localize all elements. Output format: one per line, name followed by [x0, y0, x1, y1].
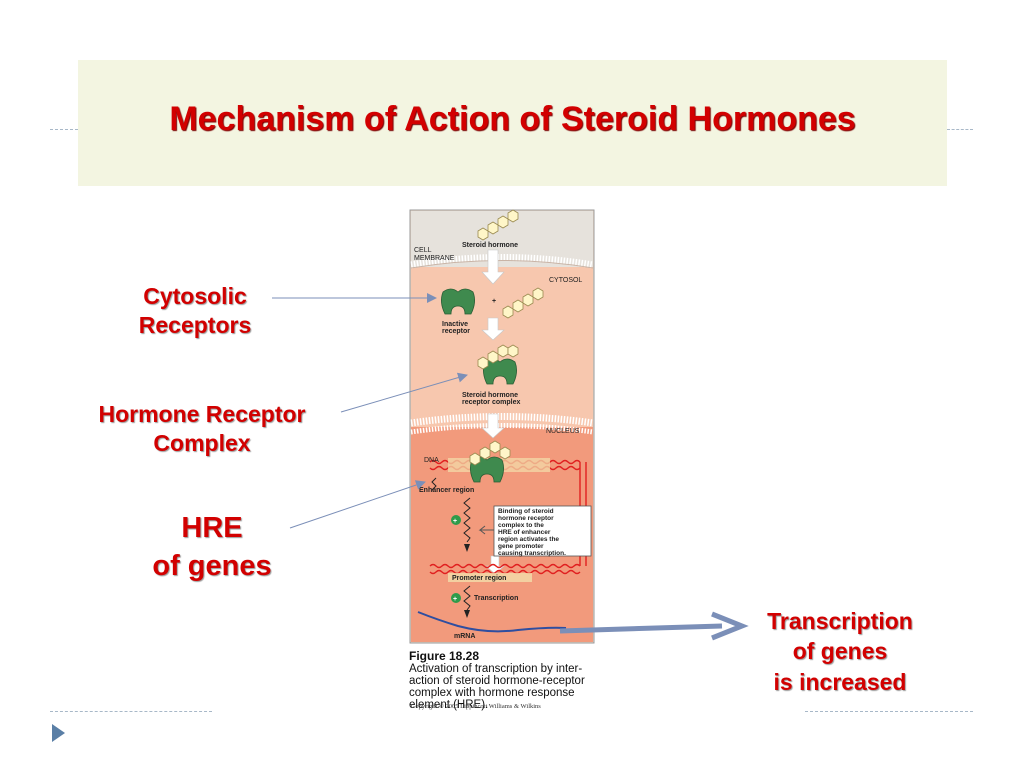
promoter-region-band: [448, 573, 532, 582]
nuclear-membrane-inner: [410, 423, 594, 435]
dna-bound-receptor-shape: [470, 456, 504, 483]
binding-note-line-1: Binding of steroid: [498, 508, 554, 515]
transcription-line-2: of genes: [792, 638, 888, 665]
bottom-left-dashed-rule: [50, 711, 212, 712]
steroid-hormone-label: Steroid hormone: [462, 242, 518, 249]
complex-pointer: [340, 372, 468, 413]
binding-note-line-5: region activates the: [498, 536, 559, 543]
transcription-line-3: is increased: [773, 668, 907, 695]
transcription-plus-circle: [451, 593, 461, 603]
title-band: [78, 60, 947, 186]
activation-plus-circle: [451, 515, 461, 525]
cytosolic-receptors-line-1: Cytosolic: [143, 283, 247, 309]
inactive-receptor-shape: [441, 288, 475, 315]
dna-label: DNA: [424, 457, 439, 464]
binding-note-line-6: gene promoter: [498, 543, 544, 550]
copyright-notice: Copyright © 2005 Lippincott Williams & W…: [411, 703, 541, 710]
cytosolic-receptors-label: Cytosolic Receptors: [110, 282, 280, 341]
hre-line-2: of genes: [152, 549, 272, 582]
caption-line-4: element (HRE).: [409, 698, 489, 711]
nucleus-label: NUCLEUS: [546, 428, 580, 435]
complex-label-2: receptor complex: [462, 399, 520, 406]
hre-of-genes-label: HRE of genes: [122, 510, 302, 585]
hre-pointer: [289, 480, 426, 529]
activation-arrowhead: [464, 544, 470, 552]
transcription-big-arrow: [559, 623, 723, 634]
top-left-dashed-rule: [50, 129, 78, 130]
plus-sign: +: [492, 298, 496, 305]
cell-membrane-label-1: CELL: [414, 247, 432, 254]
hormone-receptor-complex-line-1: Hormone Receptor: [98, 401, 306, 427]
transcription-arrowhead: [464, 610, 470, 618]
nuclear-membrane: [410, 413, 594, 427]
next-slide-arrow-icon[interactable]: [52, 724, 65, 742]
transcription-plus-sign: +: [453, 596, 457, 603]
hre-line-1: HRE: [181, 512, 243, 544]
activation-plus-sign: +: [453, 518, 457, 525]
transcription-big-arrowhead: [711, 611, 749, 641]
cytosol-label: CYTOSOL: [549, 277, 582, 284]
inactive-receptor-label-1: Inactive: [442, 321, 468, 328]
hormone-receptor-complex-label: Hormone Receptor Complex: [62, 400, 342, 459]
transcription-squiggle: [463, 585, 471, 611]
enhancer-squiggle: [431, 477, 437, 491]
flow-arrows: [481, 249, 505, 575]
cell-membrane-shadow: [410, 260, 594, 269]
cell-membrane-label-2: MEMBRANE: [414, 255, 455, 262]
enhancer-region-label: Enhancer region: [419, 487, 474, 494]
cell-membrane: [410, 254, 594, 269]
mrna-label: mRNA: [454, 633, 475, 640]
caption-title: Figure 18.28: [409, 649, 480, 663]
inactive-receptor-label-2: receptor: [442, 328, 470, 335]
binding-note-pointer: [478, 525, 494, 535]
binding-note-line-2: hormone receptor: [498, 515, 554, 522]
top-right-dashed-rule: [947, 129, 973, 130]
mrna-strand: [417, 611, 567, 633]
binding-note-line-7: causing transcription.: [498, 550, 566, 557]
figure-caption: Figure 18.28 Activation of transcription…: [409, 650, 585, 711]
promoter-region-label: Promoter region: [452, 575, 506, 582]
caption-line-3: complex with hormone response: [409, 686, 575, 699]
cytosolic-receptors-line-2: Receptors: [138, 312, 252, 339]
binding-note-line-4: HRE of enhancer: [498, 529, 551, 536]
steroid-hormone-molecule-top: [477, 209, 519, 241]
transcription-line-1: Transcription: [767, 608, 913, 634]
binding-note-line-3: complex to the: [498, 522, 544, 529]
binding-note-text: Binding of steroid hormone receptor comp…: [498, 508, 566, 557]
receptor-complex-shape: [483, 358, 517, 385]
caption-line-2: action of steroid hormone-receptor: [409, 674, 585, 687]
slide-title: Mechanism of Action of Steroid Hormones: [169, 100, 856, 138]
bound-hormone-molecule: [477, 344, 519, 370]
complex-label-1: Steroid hormone: [462, 392, 518, 399]
dna-bound-hormone-molecule: [469, 440, 511, 466]
free-hormone-molecule: [502, 287, 544, 319]
transcription-label: Transcription: [474, 595, 518, 602]
binding-note-box: [493, 505, 592, 557]
bottom-right-dashed-rule: [805, 711, 973, 712]
transcription-increased-label: Transcription of genes is increased: [745, 606, 935, 697]
hormone-receptor-complex-line-2: Complex: [153, 430, 251, 457]
caption-line-1: Activation of transcription by inter-: [409, 662, 583, 675]
activation-squiggle: [463, 497, 471, 543]
